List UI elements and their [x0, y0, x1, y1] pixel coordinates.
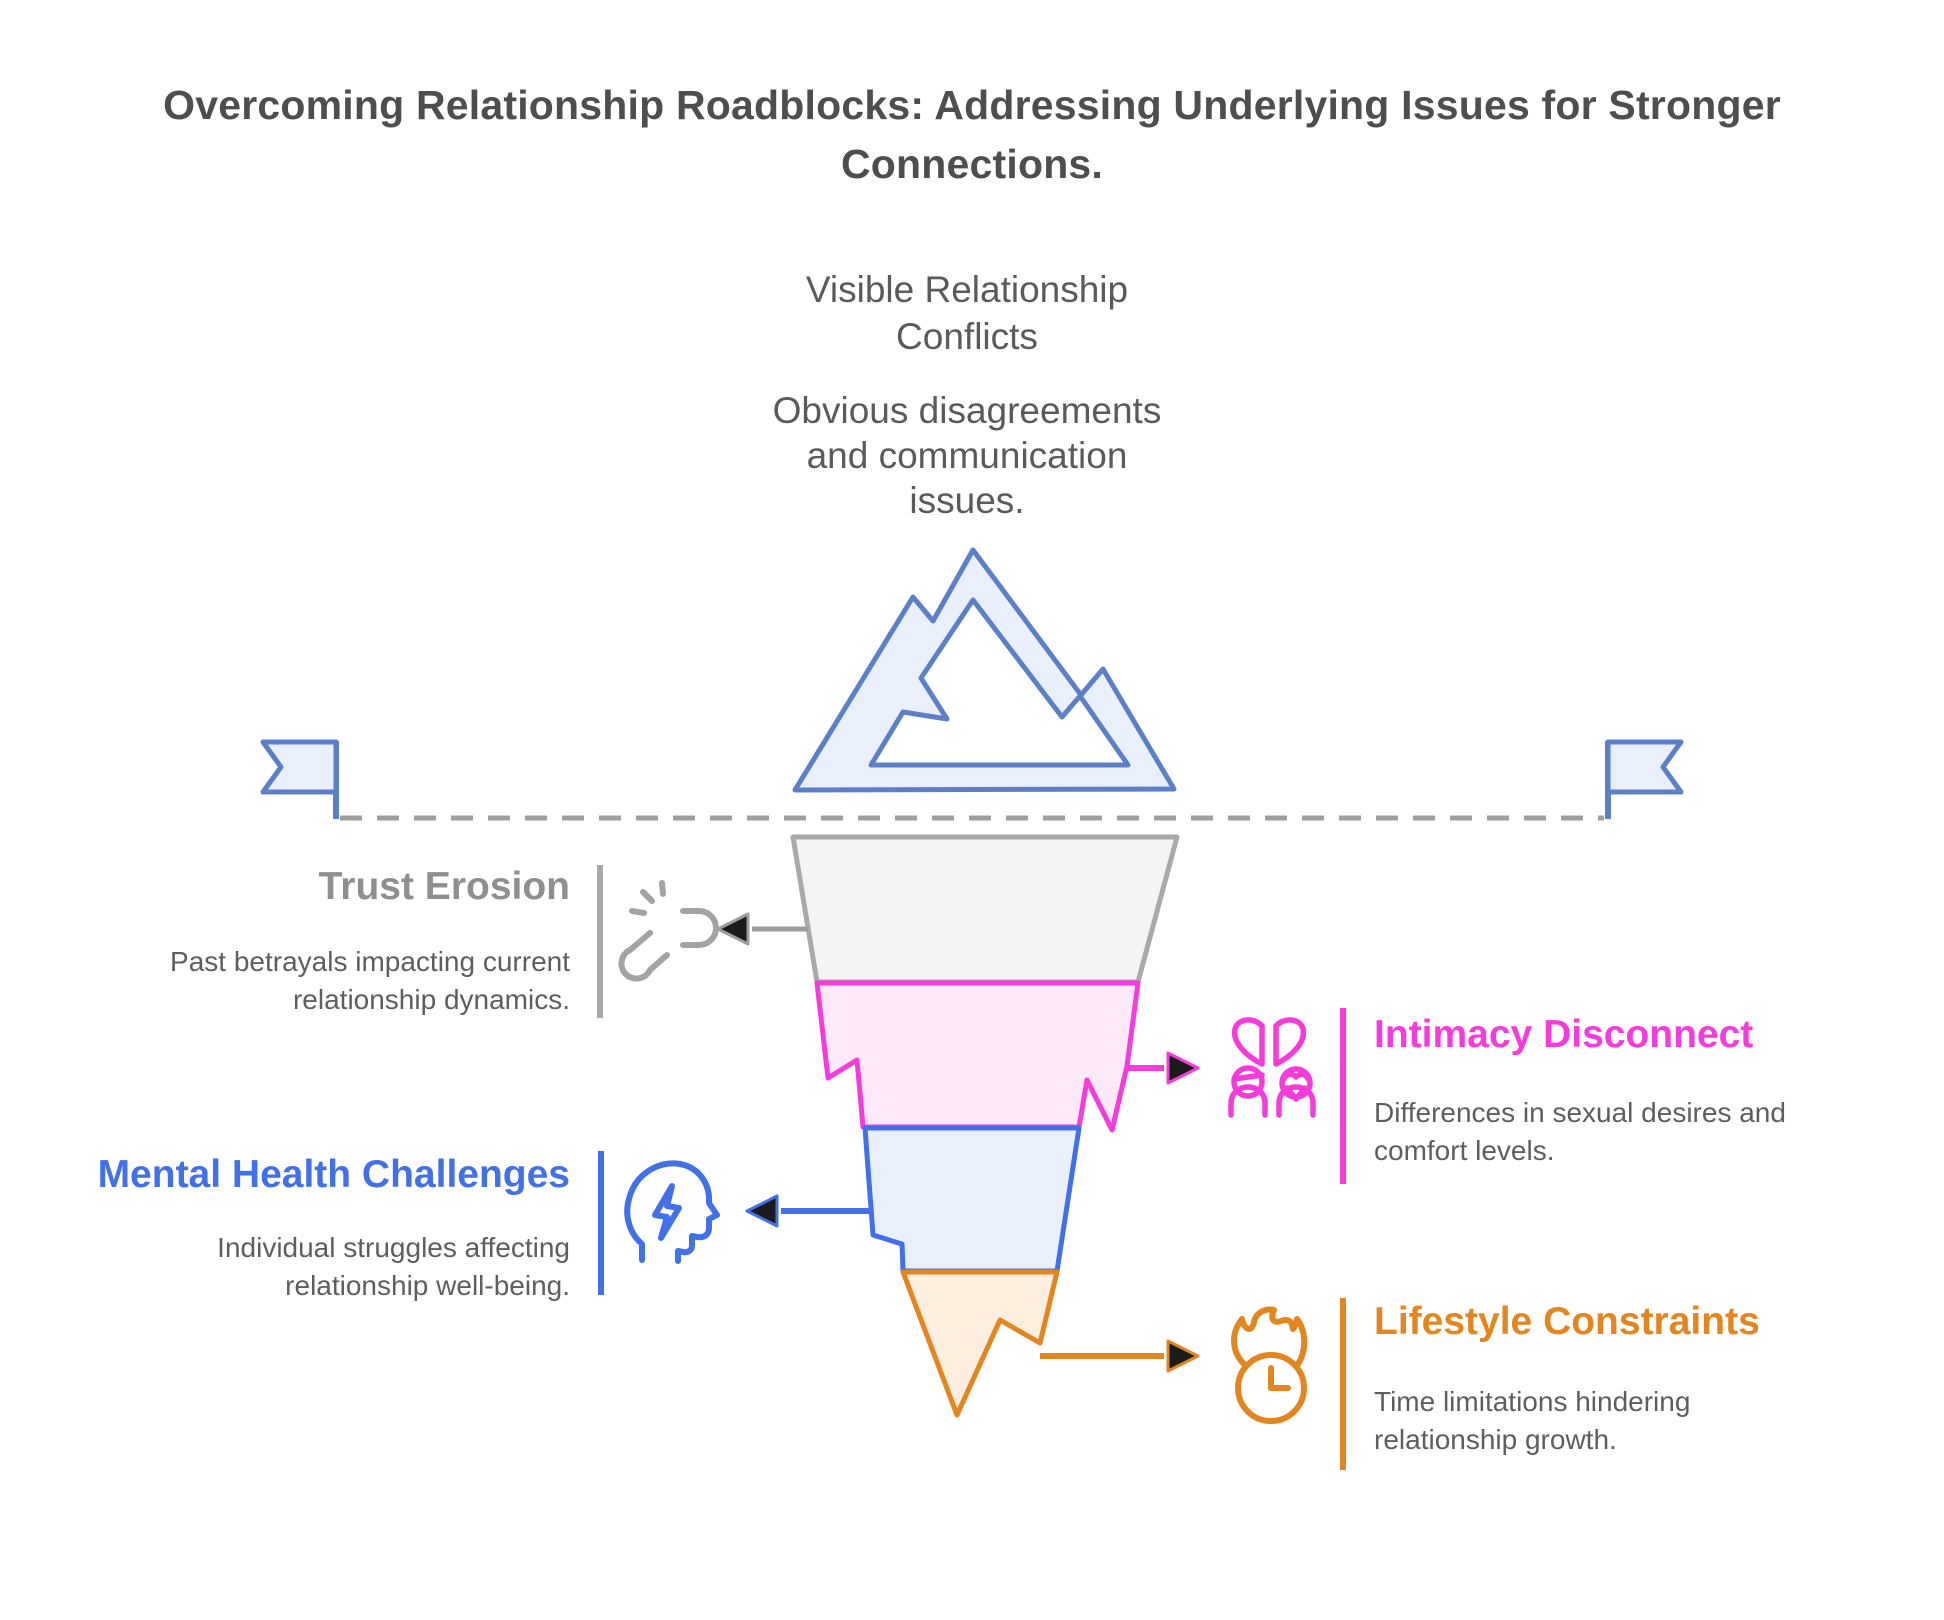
iceberg-layer-trust-erosion	[790, 834, 1180, 985]
trust-erosion-title: Trust Erosion	[318, 865, 570, 908]
surface-description: Obvious disagreements and communication …	[772, 390, 1162, 522]
trust-arrow	[716, 912, 808, 946]
flame-clock-icon	[1231, 1306, 1308, 1424]
head-lightning-icon	[624, 1160, 720, 1264]
iceberg-layer-mental-health	[862, 1125, 1082, 1274]
iceberg-layer-lifestyle	[900, 1269, 1060, 1418]
mental-health-description: Individual struggles affecting relations…	[217, 1232, 570, 1302]
trust-erosion-panel: Trust Erosion Past betrayals impacting c…	[60, 864, 570, 1019]
surface-heading: Visible Relationship Conflicts	[805, 269, 1129, 358]
mental-health-arrow	[745, 1194, 871, 1228]
intimacy-disconnect-panel: Intimacy Disconnect Differences in sexua…	[1374, 1012, 1874, 1170]
lifestyle-constraints-panel: Lifestyle Constraints Time limitations h…	[1374, 1299, 1804, 1459]
lifestyle-arrow	[1040, 1339, 1200, 1373]
intimacy-disconnect-description: Differences in sexual desires and comfor…	[1374, 1097, 1786, 1167]
lifestyle-constraints-description: Time limitations hindering relationship …	[1374, 1386, 1691, 1456]
iceberg-layer-intimacy-disconnect	[814, 980, 1141, 1133]
mental-health-panel: Mental Health Challenges Individual stru…	[50, 1152, 570, 1305]
trust-erosion-description: Past betrayals impacting current relatio…	[170, 946, 570, 1016]
left-flag-icon	[260, 739, 339, 819]
intimacy-disconnect-title: Intimacy Disconnect	[1374, 1013, 1754, 1056]
right-flag-icon	[1605, 739, 1684, 819]
broken-link-icon	[618, 880, 719, 982]
couple-icon	[1228, 1017, 1316, 1118]
mental-health-title: Mental Health Challenges	[97, 1153, 570, 1196]
lifestyle-constraints-title: Lifestyle Constraints	[1374, 1300, 1760, 1343]
page-title: Overcoming Relationship Roadblocks: Addr…	[163, 82, 1781, 188]
mountain-icon	[792, 547, 1177, 793]
intimacy-arrow	[1128, 1051, 1200, 1085]
